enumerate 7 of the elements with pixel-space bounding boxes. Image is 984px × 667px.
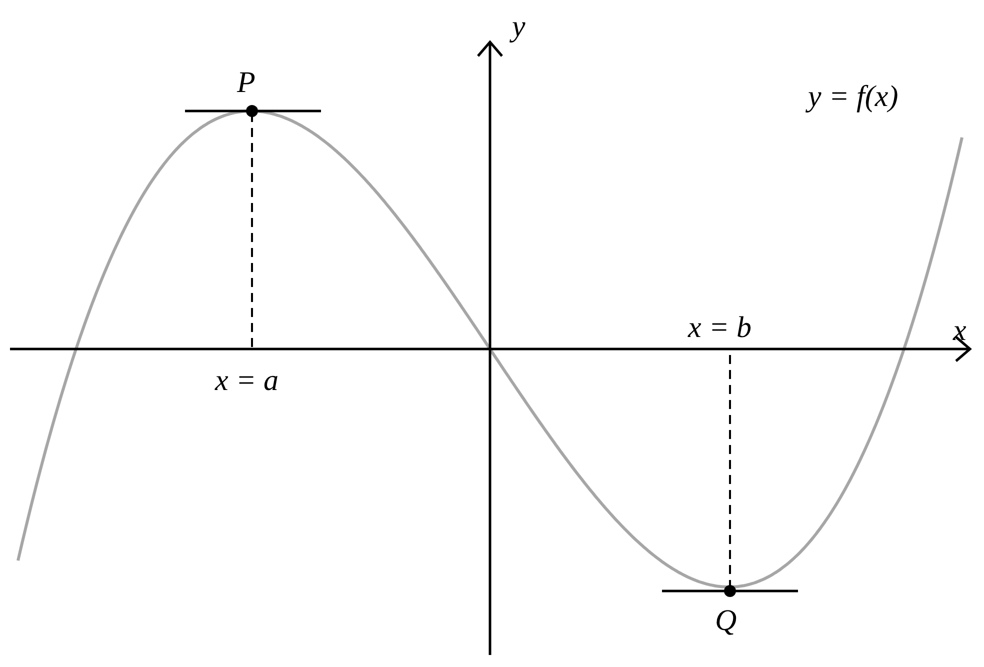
curve-label: y = f(x) [808,82,898,112]
line-label: x = a [215,366,279,396]
point-label: P [237,68,256,98]
axis-label: x [953,316,966,346]
point-label: Q [715,606,737,636]
line-label: x = b [688,313,752,343]
axis-label: y [512,12,526,42]
